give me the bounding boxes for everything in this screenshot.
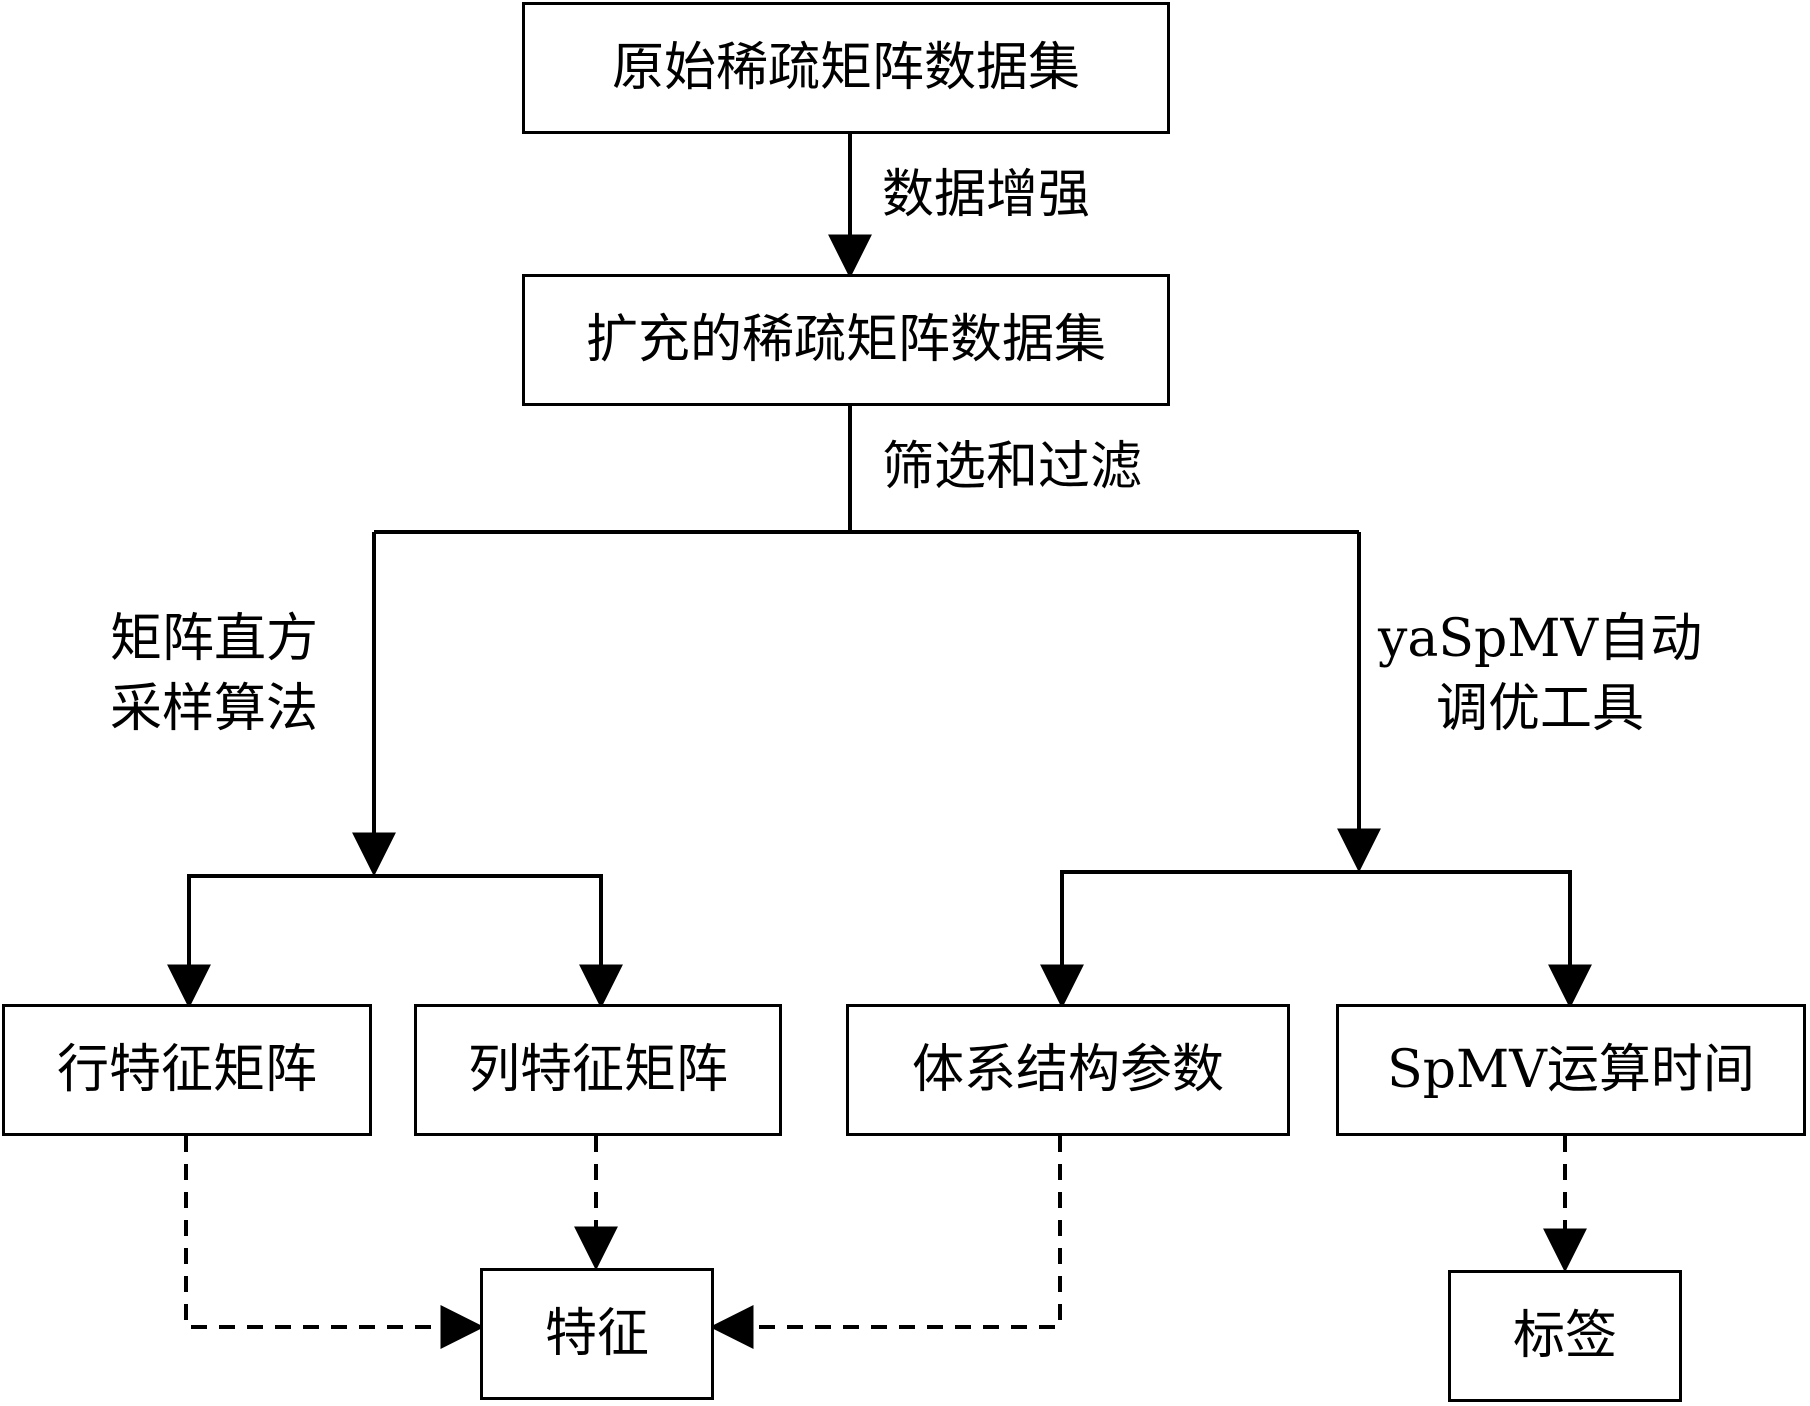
node-col-feature-matrix: 列特征矩阵: [414, 1004, 782, 1136]
edge-label-histogram-line1: 矩阵直方: [110, 609, 319, 669]
edge-label-tuning-line1: yaSpMV自动: [1378, 609, 1703, 669]
edge-label-tuning: yaSpMV自动 调优工具: [1378, 604, 1702, 744]
node-feature: 特征: [480, 1268, 714, 1400]
edge-label-histogram: 矩阵直方 采样算法: [110, 604, 318, 744]
edge-left-fork: [187, 874, 603, 1004]
edge-row-to-feature: [184, 1136, 485, 1349]
edge-arch-to-feature: [709, 1136, 1062, 1349]
node-original-dataset: 原始稀疏矩阵数据集: [522, 2, 1170, 134]
edge-label-augment: 数据增强: [882, 165, 1091, 225]
edge-label-histogram-line2: 采样算法: [110, 679, 319, 739]
node-expanded-dataset: 扩充的稀疏矩阵数据集: [522, 274, 1170, 406]
node-spmv-time: SpMV运算时间: [1336, 1004, 1806, 1136]
edge-label-filter: 筛选和过滤: [882, 437, 1143, 497]
node-arch-params: 体系结构参数: [846, 1004, 1290, 1136]
edge-right-fork: [1060, 870, 1572, 1004]
edge-label-tuning-line2: 调优工具: [1436, 679, 1645, 739]
node-row-feature-matrix: 行特征矩阵: [2, 1004, 372, 1136]
node-label: 标签: [1448, 1270, 1682, 1402]
